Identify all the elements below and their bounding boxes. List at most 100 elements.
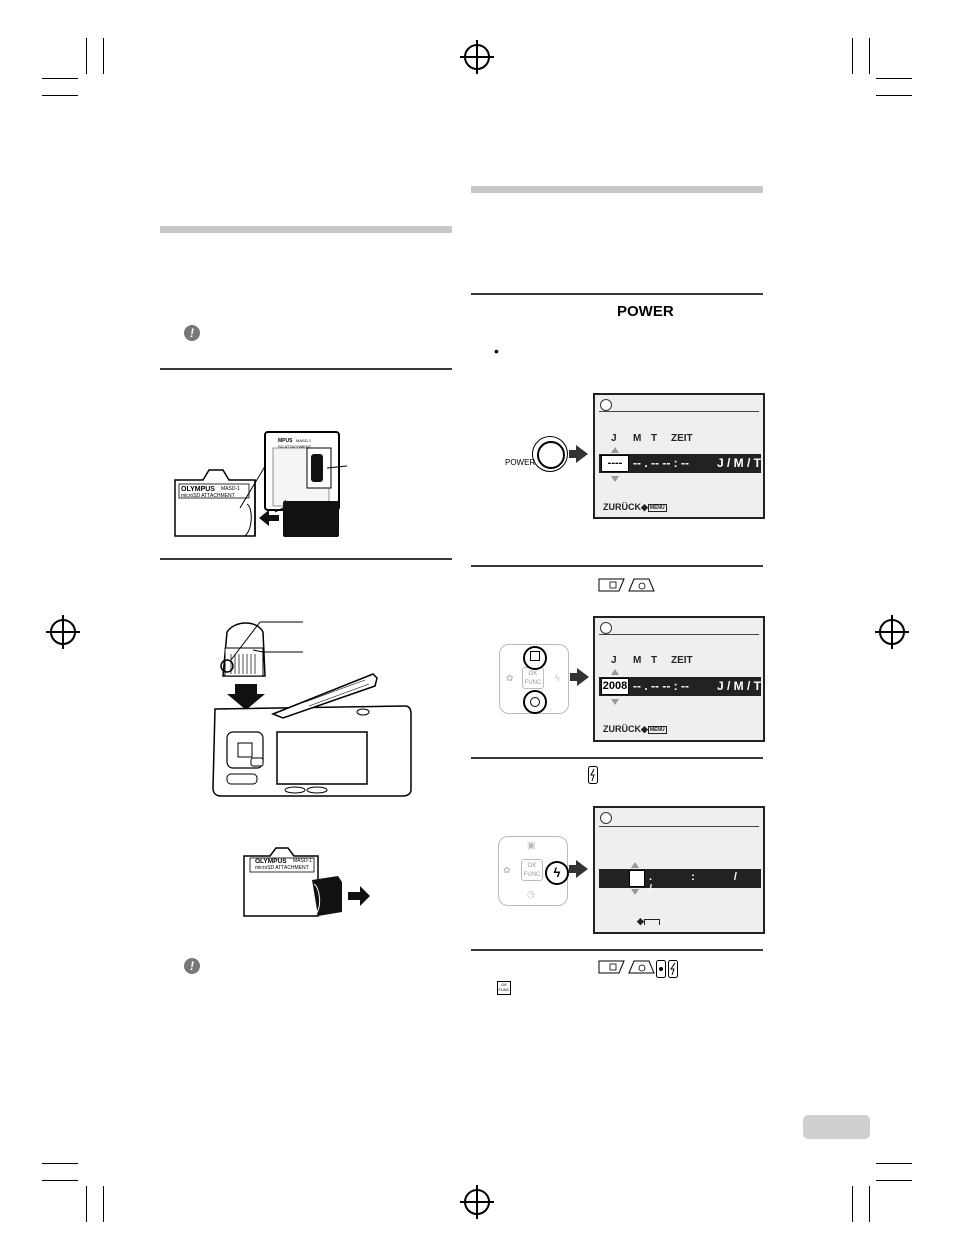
crop-mark xyxy=(869,1186,870,1222)
arrow-pad[interactable]: OK FUNC ▣ ◷ ✿ ϟ xyxy=(498,836,569,906)
crop-mark xyxy=(86,38,87,74)
section-rule xyxy=(160,226,452,233)
power-button[interactable] xyxy=(532,436,568,472)
registration-mark xyxy=(460,1185,494,1219)
date-placeholder: -- . -- -- : -- xyxy=(633,679,689,693)
down-arrow-icon xyxy=(611,699,619,705)
down-arrow-icon xyxy=(611,476,619,482)
step-divider xyxy=(160,558,452,560)
page-number-tab xyxy=(803,1115,870,1139)
adapter-caption: microSD ATTACHMENT xyxy=(181,493,235,499)
crop-mark xyxy=(876,78,912,79)
up-arrow-icon xyxy=(611,447,619,453)
date-placeholder: -- . -- -- : -- xyxy=(633,456,689,470)
arrow-right-head xyxy=(576,860,588,878)
crop-mark xyxy=(852,1186,853,1222)
crop-mark xyxy=(876,95,912,96)
date-time-screen-1: J M T ZEIT ---- -- . -- -- : -- J / M / … xyxy=(593,393,765,519)
up-arrow-icon xyxy=(611,669,619,675)
menu-icon: MENU xyxy=(647,725,667,734)
camera-card-slot-illustration xyxy=(212,621,412,797)
bullet: • xyxy=(494,343,499,359)
arrow-right-head xyxy=(576,445,588,463)
date-entry-bar: ---- -- . -- -- : -- J / M / T xyxy=(599,454,761,473)
year-field[interactable]: 2008 xyxy=(601,678,629,695)
crop-mark xyxy=(103,38,104,74)
date-entry-bar: 2008 -- . -- -- : -- J / M / T xyxy=(599,677,761,696)
flash-icon xyxy=(588,766,598,784)
up-button[interactable] xyxy=(523,646,547,670)
step-divider xyxy=(471,949,763,951)
power-button-label: POWER xyxy=(617,303,674,320)
header-year: J xyxy=(611,655,617,666)
flash-icon: ϟ xyxy=(555,673,560,683)
right-button[interactable]: ϟ xyxy=(545,861,569,885)
crop-mark xyxy=(42,78,78,79)
zoom-model: MASD-1 xyxy=(296,438,312,443)
zoom-caption: SD ATTACHMENT xyxy=(278,444,312,449)
menu-icon: MENU xyxy=(647,503,667,512)
caution-icon: ! xyxy=(184,958,200,974)
pad-ok-label: OK xyxy=(527,863,537,869)
date-entry-bar: . : / / xyxy=(599,869,761,895)
exposure-icon: ▣ xyxy=(527,840,536,850)
arrow-pad[interactable]: OK FUNC ✿ ϟ xyxy=(499,644,569,714)
pad-func-label: FUNC xyxy=(524,680,542,686)
registration-mark xyxy=(875,615,909,649)
header-time: ZEIT xyxy=(671,655,693,666)
adapter-brand: OLYMPUS xyxy=(181,486,215,493)
pad-func-label: FUNC xyxy=(523,872,541,878)
caution-icon: ! xyxy=(184,325,200,341)
adapter-caption-2: microSD ATTACHMENT xyxy=(255,865,309,871)
section-rule xyxy=(471,186,763,193)
pad-ok-label: OK xyxy=(528,671,538,677)
crop-mark xyxy=(42,95,78,96)
ok-func-icon: OK FUNC xyxy=(497,981,511,995)
date-time-screen-3: . : / / ◆ xyxy=(593,806,765,934)
clock-icon xyxy=(600,399,612,411)
date-time-screen-2: J M T ZEIT 2008 -- . -- -- : -- J / M / … xyxy=(593,616,765,742)
arrow-right-head xyxy=(577,668,589,686)
step-divider xyxy=(160,368,452,370)
header-day: T xyxy=(651,433,658,444)
arrow-right xyxy=(569,865,577,873)
clock-icon xyxy=(600,812,612,824)
header-year: J xyxy=(611,433,617,444)
header-month: M xyxy=(633,433,642,444)
year-field[interactable]: ---- xyxy=(601,455,629,472)
date-format: J / M / T xyxy=(717,679,762,693)
month-field[interactable] xyxy=(629,870,645,887)
macro-icon: ✿ xyxy=(503,865,511,875)
up-arrow-icon xyxy=(631,862,639,868)
back-label: ZURÜCK xyxy=(603,724,641,734)
zoom-brand: MPUS xyxy=(278,438,293,444)
header-time: ZEIT xyxy=(671,433,693,444)
registration-mark xyxy=(46,615,80,649)
crop-mark xyxy=(852,38,853,74)
crop-mark xyxy=(42,1163,78,1164)
microsd-insert-illustration xyxy=(174,431,348,537)
crop-mark xyxy=(869,38,870,74)
arrow-right xyxy=(570,673,578,681)
adapter-model: MASD-1 xyxy=(221,486,240,492)
macro-icon: ✿ xyxy=(506,673,514,683)
down-button[interactable] xyxy=(523,690,547,714)
microsd-remove-illustration xyxy=(243,847,370,917)
crop-mark xyxy=(876,1180,912,1181)
arrow-key-icons xyxy=(598,960,678,978)
header-month: M xyxy=(633,655,642,666)
crop-mark xyxy=(103,1186,104,1222)
step-divider xyxy=(471,757,763,759)
registration-mark xyxy=(460,40,494,74)
crop-mark xyxy=(86,1186,87,1222)
date-format: J / M / T xyxy=(717,456,762,470)
arrow-right xyxy=(569,450,577,458)
self-timer-icon: ◷ xyxy=(527,889,535,899)
crop-mark xyxy=(876,1163,912,1164)
date-separators: . : / / xyxy=(649,871,755,895)
crop-mark xyxy=(42,1180,78,1181)
power-button-caption: POWER xyxy=(505,458,536,467)
exposure-self-timer-icons xyxy=(598,578,655,592)
down-arrow-icon xyxy=(631,889,639,895)
step-divider xyxy=(471,565,763,567)
